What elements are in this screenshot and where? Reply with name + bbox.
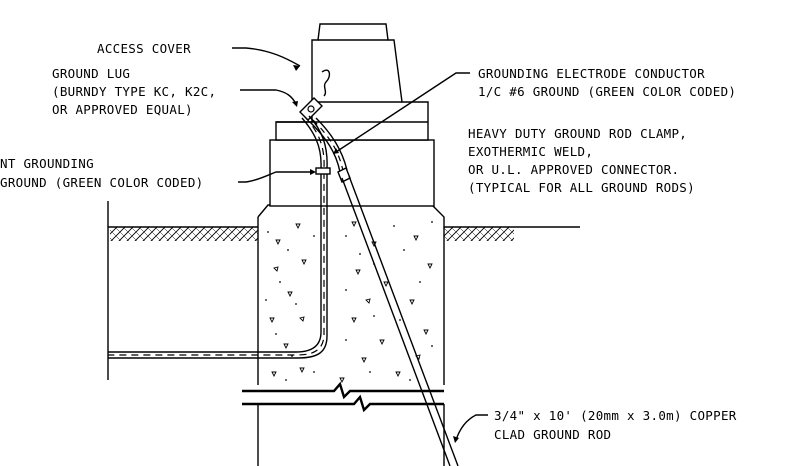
label-rod-clamp-3: OR U.L. APPROVED CONNECTOR. xyxy=(468,162,679,177)
label-equipment-grounding-1: NT GROUNDING xyxy=(0,156,94,171)
pole-base xyxy=(269,23,435,207)
label-ground-rod-1: 3/4" x 10' (20mm x 3.0m) COPPER xyxy=(494,408,737,423)
ground-surface xyxy=(107,201,580,380)
label-ground-rod-2: CLAD GROUND ROD xyxy=(494,427,611,442)
foundation-lower xyxy=(257,404,445,466)
label-grounding-electrode-2: 1/C #6 GROUND (GREEN COLOR CODED) xyxy=(478,84,736,99)
ground-rod xyxy=(341,175,459,466)
annotation-labels: ACCESS COVER GROUND LUG (BURNDY TYPE KC,… xyxy=(0,41,737,442)
label-rod-clamp-1: HEAVY DUTY GROUND ROD CLAMP, xyxy=(468,126,687,141)
label-rod-clamp-2: EXOTHERMIC WELD, xyxy=(468,144,593,159)
concrete-foundation xyxy=(257,204,445,385)
label-ground-lug-1: GROUND LUG xyxy=(52,66,130,81)
label-ground-lug-2: (BURNDY TYPE KC, K2C, xyxy=(52,84,216,99)
equipment-grounding-conductor xyxy=(108,115,331,359)
leader-lines xyxy=(232,47,488,443)
label-equipment-grounding-2: GROUND (GREEN COLOR CODED) xyxy=(0,175,203,190)
grounding-electrode-conductor xyxy=(309,117,348,173)
label-ground-lug-3: OR APPROVED EQUAL) xyxy=(52,102,193,117)
label-access-cover: ACCESS COVER xyxy=(97,41,191,56)
break-line xyxy=(242,381,444,413)
label-grounding-electrode-1: GROUNDING ELECTRODE CONDUCTOR xyxy=(478,66,705,81)
access-cover xyxy=(321,69,331,97)
label-rod-clamp-4: (TYPICAL FOR ALL GROUND RODS) xyxy=(468,180,695,195)
